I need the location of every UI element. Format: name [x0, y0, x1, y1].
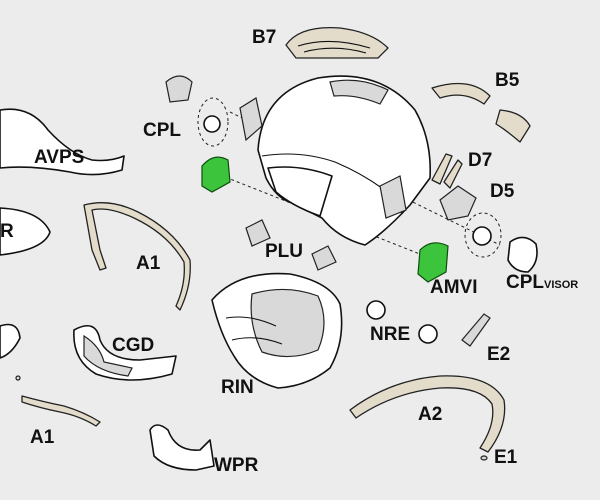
- d5-part: [439, 185, 477, 221]
- label-avps: AVPS: [34, 147, 85, 168]
- helmet-visor: [267, 166, 333, 217]
- label-plu: PLU: [265, 241, 303, 262]
- plu-part-a: [245, 219, 271, 247]
- label-amvi: AMVI: [430, 277, 478, 298]
- highlighted-mechanism-right: [417, 242, 449, 283]
- label-d7: D7: [468, 150, 493, 171]
- highlighted-mechanism-left: [201, 156, 231, 193]
- wpr-part: [149, 424, 215, 471]
- label-cpl-visor-main: CPL: [506, 272, 544, 293]
- label-d5: D5: [490, 181, 515, 202]
- b7-part: [285, 26, 389, 59]
- cpl-bracket: [239, 97, 263, 142]
- helmet-side-vent: [379, 175, 407, 219]
- d7-part: [431, 153, 453, 185]
- helmet-top-vent: [329, 79, 389, 105]
- label-e1: E1: [494, 447, 518, 468]
- cpl-top-part: [165, 75, 193, 103]
- a2-arc: [349, 375, 506, 453]
- plu-part-b: [311, 245, 337, 271]
- b5-rear: [495, 109, 531, 143]
- label-a2: A2: [418, 404, 443, 425]
- label-cpl: CPL: [143, 120, 181, 141]
- label-b5: B5: [495, 70, 520, 91]
- label-cgd: CGD: [112, 335, 155, 356]
- b5-part: [431, 82, 491, 105]
- nre-part-a: [366, 300, 386, 320]
- left-edge-fragment: [0, 323, 21, 359]
- label-r: R: [0, 221, 14, 242]
- a1-lower-strip: [21, 395, 101, 427]
- label-a1-top: A1: [136, 253, 161, 274]
- d7-part-b: [443, 159, 463, 189]
- e2-part: [461, 313, 491, 347]
- cgd-inner: [83, 334, 133, 377]
- label-e2: E2: [487, 344, 511, 365]
- label-a1-bottom: A1: [30, 427, 55, 448]
- cpl-pivot-disc: [203, 115, 221, 133]
- label-rin: RIN: [221, 377, 254, 398]
- a1-upper-strip: [83, 202, 191, 311]
- label-cpl-visor-sub: VISOR: [544, 279, 579, 291]
- cpl-visor-part: [507, 236, 538, 273]
- label-nre: NRE: [370, 324, 411, 345]
- cpl-visor-pivot: [472, 226, 492, 246]
- small-pin: [15, 375, 21, 381]
- label-wpr: WPR: [214, 455, 259, 476]
- rin-inner-pad: [250, 288, 325, 358]
- nre-part-b: [418, 324, 438, 344]
- b7-detail: [297, 40, 371, 54]
- e1-part: [480, 455, 488, 461]
- rin-stitching: [225, 316, 283, 345]
- label-cpl-visor: CPLVISOR: [506, 273, 578, 292]
- label-b7: B7: [252, 27, 277, 48]
- cpl-visor-dashed-circle: [464, 212, 502, 258]
- cpl-dashed-circle: [197, 97, 229, 147]
- r-part: [0, 207, 51, 256]
- helmet-shell: [257, 75, 432, 246]
- avps-visor: [0, 108, 125, 176]
